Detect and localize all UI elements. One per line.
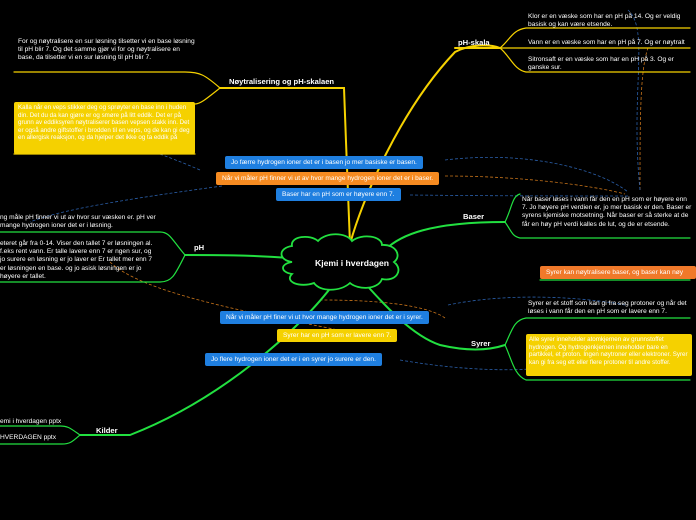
branch-baser-note-top [504,193,521,223]
branch-syrer [361,279,506,351]
branch-ph-skala-note3 [499,47,691,73]
ph-skala-note-sitron: Sitronsaft er en væske som har en pH på … [528,56,674,72]
central-node-cloud [280,233,400,291]
relation-line [639,47,649,191]
topic-kilder[interactable]: Kilder [96,426,118,435]
acid-measure-ph-box[interactable]: Når vi måler pH finer vi ut hvor mange h… [220,311,429,324]
relation-line [399,359,561,371]
base-ph-above-7-box[interactable]: Baser har en pH som er høyere enn 7. [276,188,401,201]
acid-ph-below-7-box[interactable]: Syrer har en pH som er lavere enn 7. [277,329,398,342]
branch-syrer-note [504,317,691,346]
branch-kilder [79,281,336,436]
topic-syrer[interactable]: Syrer [471,339,491,348]
branch-ph-skala [349,44,501,245]
branch-noytralisering-box [194,87,221,105]
syrer-highlight[interactable]: Alle syrer inneholder atomkjernen av gru… [526,334,692,376]
noytralisering-highlight[interactable]: Kalla når en veps stikker deg og sprøyte… [14,102,195,154]
relation-line [409,194,629,197]
branch-kilder-item1 [0,425,81,436]
baser-note: Når baser løses i vann får den en pH som… [522,196,692,228]
topic-baser[interactable]: Baser [463,212,485,221]
central-node-title[interactable]: Kjemi i hverdagen [314,258,390,268]
base-hydrogen-fewer-box[interactable]: Jo færre hydrogen ioner det er i basen j… [225,156,423,169]
branch-ph-skala-note1 [499,27,691,49]
base-measure-ph-box[interactable]: Når vi måler pH finner vi ut av hvor man… [216,172,440,185]
relation-line [29,185,223,223]
relation-line [447,296,626,306]
topic-ph-skala[interactable]: pH-skala [458,38,490,47]
relation-line [444,175,626,195]
ph-note-scale: eteret går fra 0-14. Viser den tallet 7 … [0,240,153,280]
topic-noytralisering[interactable]: Nøytralisering og pH-skalaen [229,77,335,86]
branch-kilder-item2 [0,434,81,445]
ph-skala-note-vann: Vann er en væske som har en pH på 7. Og … [528,39,685,46]
relation-line [627,9,641,191]
branch-ph-note2 [0,254,186,283]
acid-hydrogen-more-box[interactable]: Jo flere hydrogen ioner det er i en syre… [205,353,382,366]
branch-ph-note1 [0,231,186,256]
branch-syrer-box [504,344,691,381]
branch-baser [384,221,506,251]
relation-line [444,157,629,193]
ph-note-measure: ng måle pH finner vi ut av hvor sur væsk… [0,214,156,230]
baser-highlight[interactable]: Syrer kan nøytralisere baser, og baser k… [540,266,696,279]
topic-ph[interactable]: pH [194,243,205,252]
noytralisering-note: For og nøytralisere en sur løsning tilse… [18,38,195,62]
ph-skala-note-klor: Klor er en væske som har en pH på 14. Og… [528,13,681,29]
branch-baser-note [504,221,691,239]
branch-ph [184,254,291,259]
branch-noytralisering-note [13,71,221,89]
relation-line [109,261,361,336]
kilder-link-1[interactable]: emi i hverdagen pptx [0,418,62,425]
relation-line [319,299,446,319]
kilder-link-2[interactable]: HVERDAGEN pptx [0,434,57,441]
syrer-note: Syrer er et stoff som kan gi fra seg pro… [528,300,687,316]
